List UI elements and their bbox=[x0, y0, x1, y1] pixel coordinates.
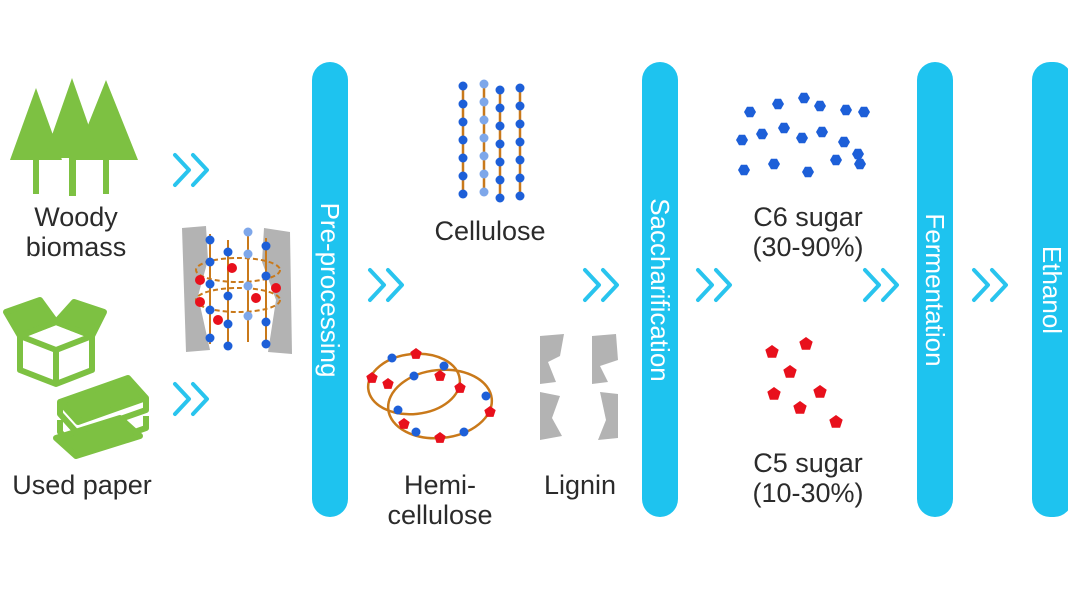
lignin-label: Lignin bbox=[543, 470, 617, 500]
saccharification-bar bbox=[642, 62, 678, 517]
preprocessing-bar bbox=[312, 62, 348, 517]
c6-label-line1: C6 sugar bbox=[753, 202, 863, 232]
arrow-icons bbox=[173, 153, 1008, 416]
c6-sugar-icon bbox=[736, 92, 870, 178]
ethanol-label: Ethanol bbox=[1037, 245, 1067, 335]
fermentation-bar bbox=[917, 62, 953, 517]
cellulose-label: Cellulose bbox=[434, 216, 546, 246]
hemicellulose-label: Hemi- cellulose bbox=[372, 470, 508, 530]
c5-label-line1: C5 sugar bbox=[753, 448, 863, 478]
c5-sugar-label: C5 sugar (10-30%) bbox=[724, 448, 892, 508]
fermentation-label: Fermentation bbox=[920, 213, 950, 367]
chevron-right-icon bbox=[368, 268, 404, 302]
hemi-label-line1: Hemi- bbox=[404, 470, 476, 500]
saccharification-label: Saccharification bbox=[645, 198, 675, 382]
cellulose-icon bbox=[458, 79, 525, 203]
chevron-right-icon bbox=[696, 268, 732, 302]
chevron-right-icon bbox=[173, 382, 209, 416]
lignin-icon bbox=[540, 334, 618, 440]
trees-icon bbox=[10, 78, 138, 196]
preprocessing-label: Pre-processing bbox=[315, 202, 345, 378]
chevron-right-icon bbox=[972, 268, 1008, 302]
hemi-label-line2: cellulose bbox=[387, 500, 493, 530]
c6-label-line2: (30-90%) bbox=[752, 232, 864, 262]
paper-books-icon bbox=[3, 297, 149, 459]
c5-label-line2: (10-30%) bbox=[752, 478, 864, 508]
chevron-right-icon bbox=[173, 153, 209, 187]
lignocellulose-icon bbox=[182, 226, 292, 354]
woody-label-line1: Woody bbox=[34, 202, 118, 232]
c6-sugar-label: C6 sugar (30-90%) bbox=[724, 202, 892, 262]
chevron-right-icon bbox=[583, 268, 619, 302]
ethanol-bar bbox=[1032, 62, 1068, 517]
woody-label-line2: biomass bbox=[25, 232, 127, 262]
c5-sugar-icon bbox=[765, 337, 843, 428]
used-paper-label: Used paper bbox=[12, 470, 152, 500]
woody-biomass-label: Woody biomass bbox=[6, 202, 146, 262]
hemicellulose-icon bbox=[366, 348, 496, 443]
chevron-right-icon bbox=[863, 268, 899, 302]
